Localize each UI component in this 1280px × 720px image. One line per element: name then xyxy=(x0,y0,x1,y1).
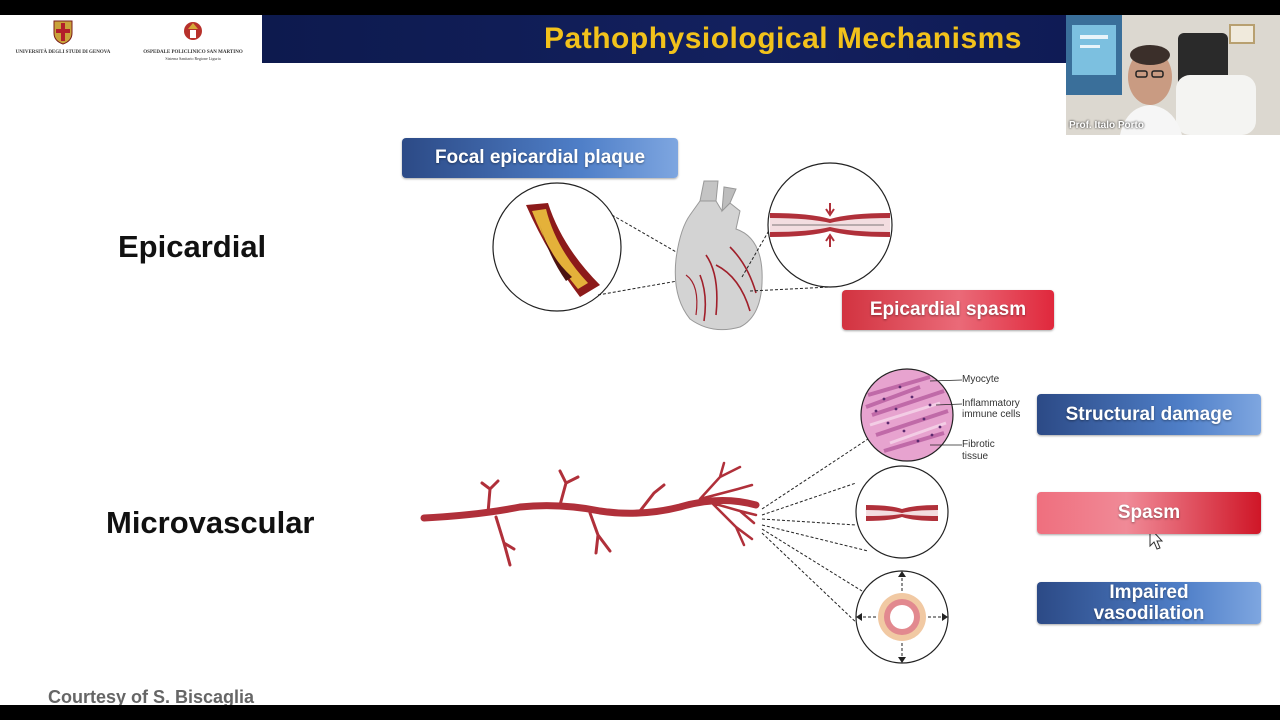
institution-logos: UNIVERSITÀ DEGLI STUDI DI GENOVA OSPEDAL… xyxy=(0,15,262,63)
microvascular-spasm-circle-icon xyxy=(855,465,949,559)
title-band: Pathophysiological Mechanisms xyxy=(262,15,1066,63)
university-logo: UNIVERSITÀ DEGLI STUDI DI GENOVA xyxy=(8,19,118,63)
presentation-slide: UNIVERSITÀ DEGLI STUDI DI GENOVA OSPEDAL… xyxy=(0,15,1280,705)
hospital-logo-subtext: Sistema Sanitario Regione Liguria xyxy=(165,56,221,61)
presenter-video-icon xyxy=(1066,15,1280,135)
label-myocyte: Myocyte xyxy=(962,374,1000,385)
university-crest-icon xyxy=(53,20,73,45)
label-inflammatory-1: Inflammatory xyxy=(962,398,1020,409)
mechanism-diagram xyxy=(420,162,1164,664)
hospital-logo: OSPEDALE POLICLINICO SAN MARTINO Sistema… xyxy=(138,19,248,63)
epicardial-label: Epicardial xyxy=(118,229,267,264)
impaired-line-1: Impaired xyxy=(1109,582,1189,603)
histology-circle-icon xyxy=(860,368,963,462)
label-inflammatory-2: immune cells xyxy=(962,409,1021,420)
impaired-line-2: vasodilation xyxy=(1093,603,1205,624)
impaired-vasodilation-pill: Impaired vasodilation xyxy=(1037,582,1261,624)
heart-icon xyxy=(674,180,763,331)
focal-plaque-pill: Focal epicardial plaque xyxy=(402,138,678,178)
epicardial-spasm-circle-icon xyxy=(767,162,893,288)
top-letterbox xyxy=(0,0,1280,15)
webcam-caption: Prof. Italo Porto xyxy=(1069,120,1144,131)
epicardial-spasm-pill: Epicardial spasm xyxy=(842,290,1054,330)
footer-credit: Courtesy of S. Biscaglia xyxy=(48,687,255,705)
webcam-thumbnail[interactable]: Prof. Italo Porto xyxy=(1066,15,1280,135)
plaque-circle-icon xyxy=(492,182,622,312)
label-fibrotic-1: Fibrotic xyxy=(962,439,995,450)
label-fibrotic-2: tissue xyxy=(962,451,989,462)
microvascular-tree-icon xyxy=(420,461,760,567)
structural-damage-pill: Structural damage xyxy=(1037,394,1261,435)
bottom-letterbox xyxy=(0,705,1280,720)
slide-title: Pathophysiological Mechanisms xyxy=(544,22,1022,55)
hospital-crest-icon xyxy=(184,22,202,40)
university-logo-text: UNIVERSITÀ DEGLI STUDI DI GENOVA xyxy=(15,50,111,55)
spasm-pill: Spasm xyxy=(1037,492,1261,534)
microvascular-label: Microvascular xyxy=(106,505,315,540)
hospital-logo-text: OSPEDALE POLICLINICO SAN MARTINO xyxy=(143,50,243,55)
vasodilation-circle-icon xyxy=(855,570,949,664)
